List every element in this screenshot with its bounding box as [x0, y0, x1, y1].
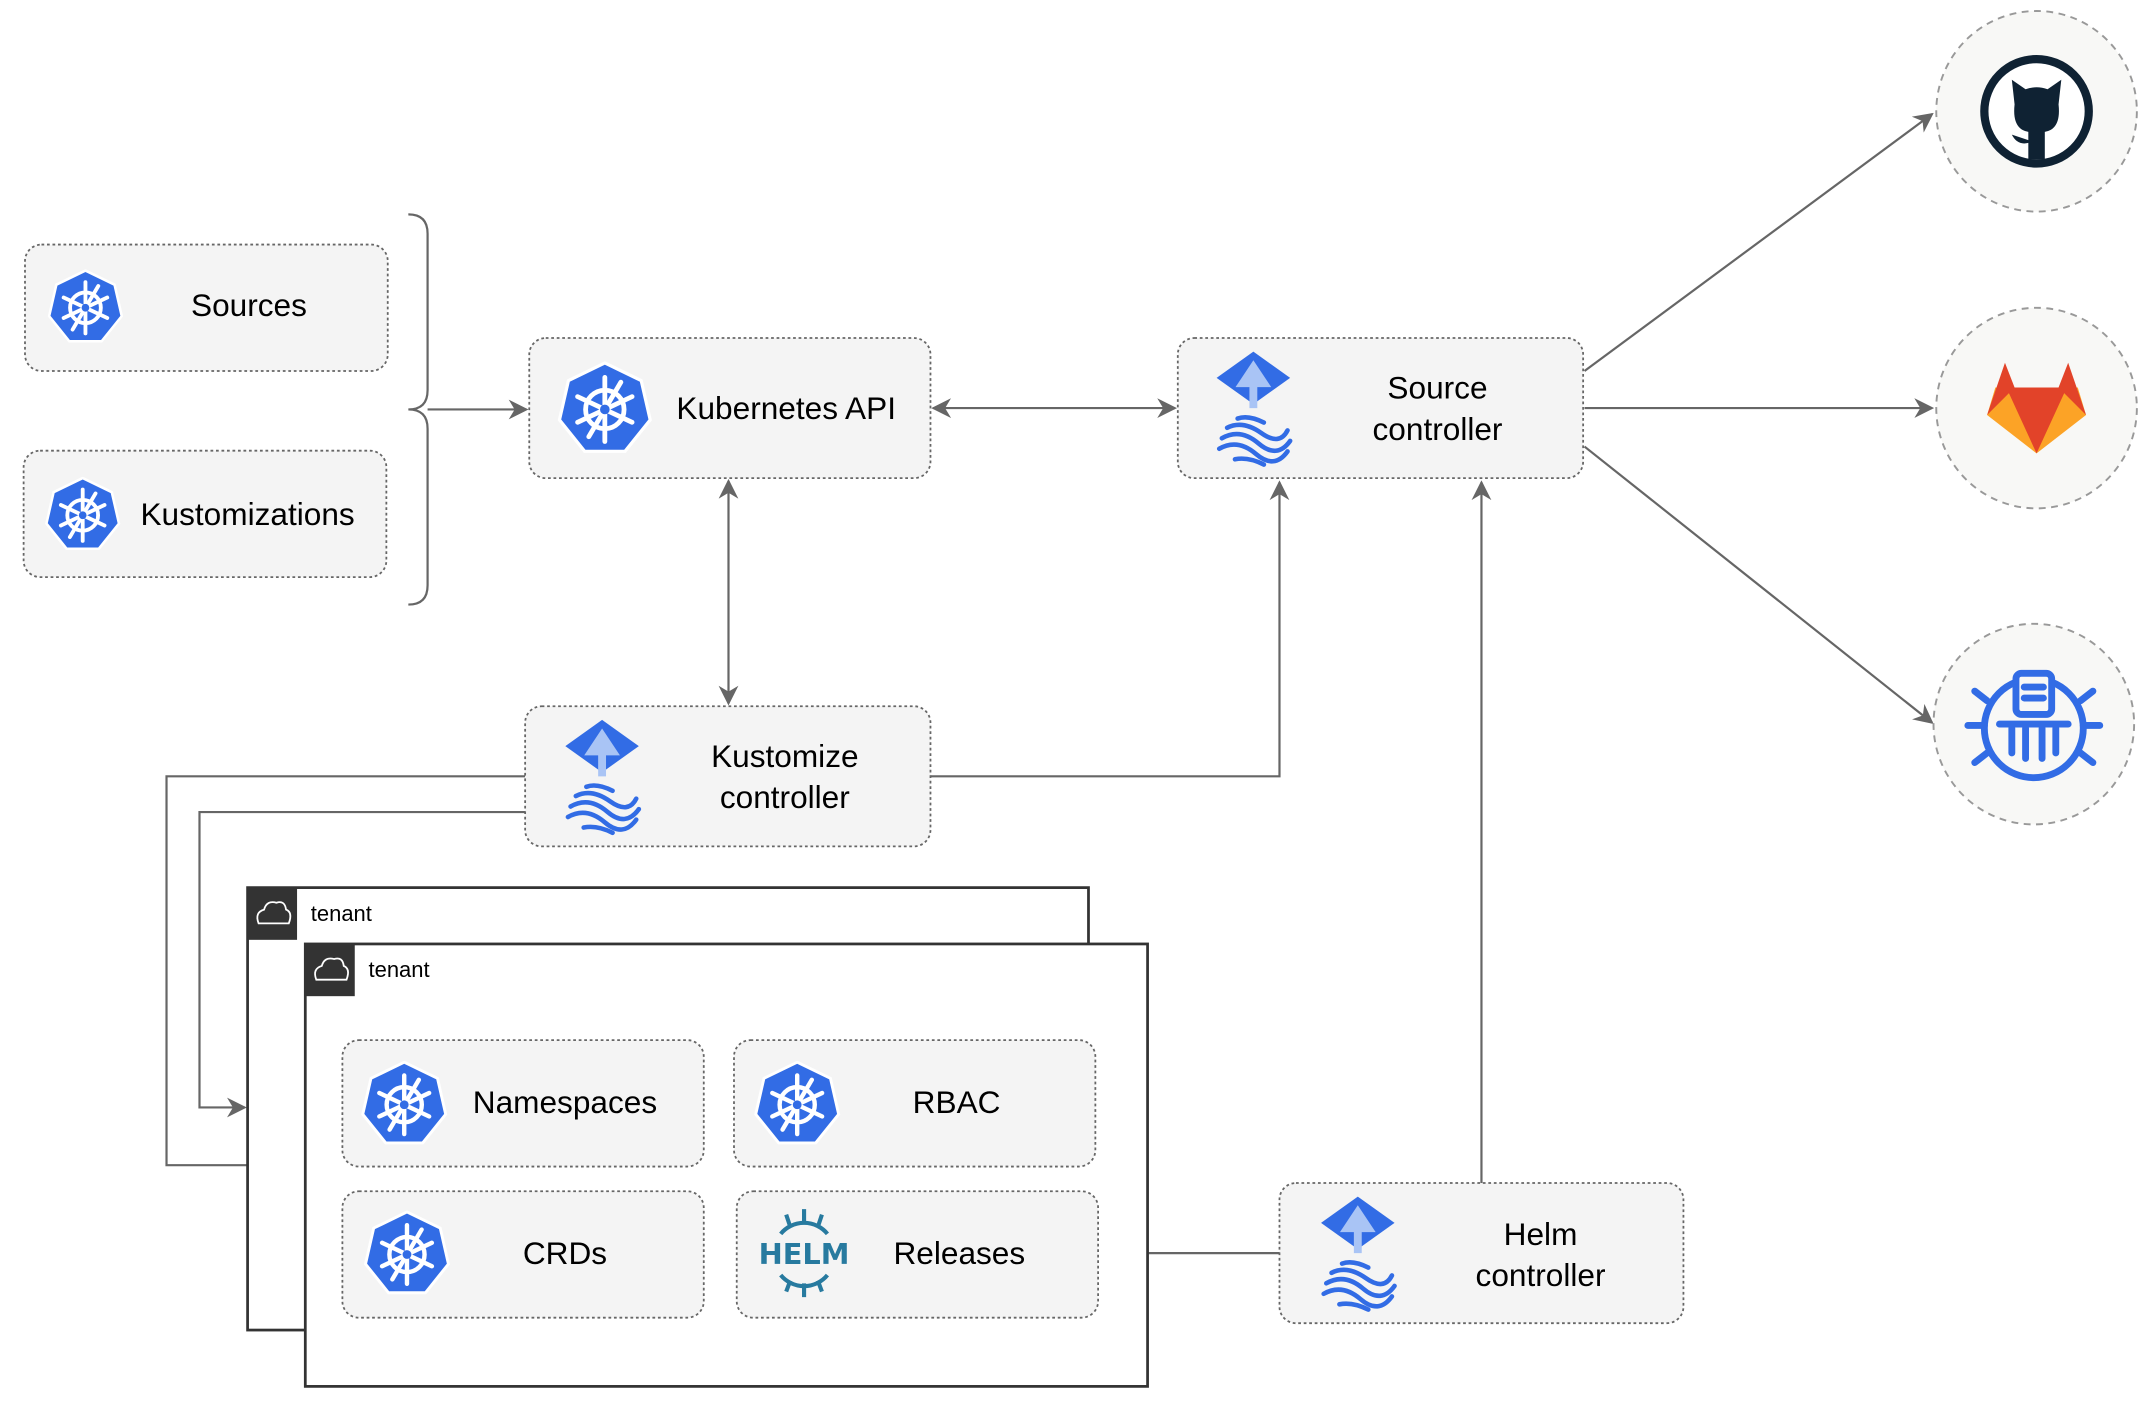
- kustomize-controller-node[interactable]: Kustomize controller: [524, 705, 932, 848]
- gitlab-icon: [1987, 362, 2087, 454]
- github-icon: [1980, 54, 2093, 168]
- edge-source-to-github: [1583, 112, 1934, 372]
- helm-controller-node[interactable]: Helm controller: [1278, 1182, 1685, 1325]
- kustomizations-node[interactable]: Kustomizations: [22, 449, 388, 578]
- helm-icon: HELM: [759, 1209, 850, 1298]
- kustomizations-label: Kustomizations: [140, 496, 354, 532]
- cloud-icon: [256, 901, 292, 925]
- gitlab-source[interactable]: [1935, 306, 2138, 510]
- kustomize-controller-label-line1: Kustomize: [711, 738, 858, 774]
- source-controller-label-line1: Source: [1387, 370, 1487, 406]
- sources-node[interactable]: Sources: [24, 243, 389, 372]
- crds-node[interactable]: CRDs: [341, 1190, 705, 1319]
- tenant-header-block: [305, 943, 355, 997]
- edge-kustomize-to-source-controller: [930, 480, 1290, 778]
- tenant-header-block: [247, 887, 298, 940]
- helm-controller-label-line2: controller: [1476, 1257, 1606, 1293]
- source-controller-node[interactable]: Source controller: [1176, 337, 1585, 480]
- edge-kustomize-to-tenant-front: [165, 775, 526, 1176]
- rbac-node[interactable]: RBAC: [733, 1039, 1097, 1168]
- kubernetes-api-label: Kubernetes API: [676, 390, 896, 426]
- bracket: [408, 213, 429, 606]
- source-controller-label-line2: controller: [1373, 411, 1503, 447]
- cloud-icon: [314, 957, 349, 981]
- bucket-icon: [1964, 669, 2104, 782]
- tenant-label: tenant: [369, 957, 430, 982]
- namespaces-label: Namespaces: [473, 1084, 657, 1120]
- rbac-label: RBAC: [913, 1084, 1001, 1120]
- kustomize-controller-label-line2: controller: [720, 779, 850, 815]
- crds-label: CRDs: [523, 1235, 607, 1271]
- tenant-label: tenant: [311, 901, 372, 926]
- releases-label: Releases: [893, 1235, 1025, 1271]
- helm-logo-text: HELM: [759, 1237, 850, 1271]
- kubernetes-api-node[interactable]: Kubernetes API: [528, 337, 932, 480]
- github-source[interactable]: [1935, 10, 2138, 213]
- bucket-source[interactable]: [1932, 622, 2136, 826]
- releases-node[interactable]: HELM Releases: [735, 1190, 1099, 1319]
- edge-source-to-bucket: [1583, 445, 1934, 724]
- helm-controller-label-line1: Helm: [1504, 1216, 1578, 1252]
- edge-kustomize-to-tenant-back: [198, 810, 526, 1118]
- namespaces-node[interactable]: Namespaces: [341, 1039, 705, 1168]
- sources-label: Sources: [191, 287, 307, 323]
